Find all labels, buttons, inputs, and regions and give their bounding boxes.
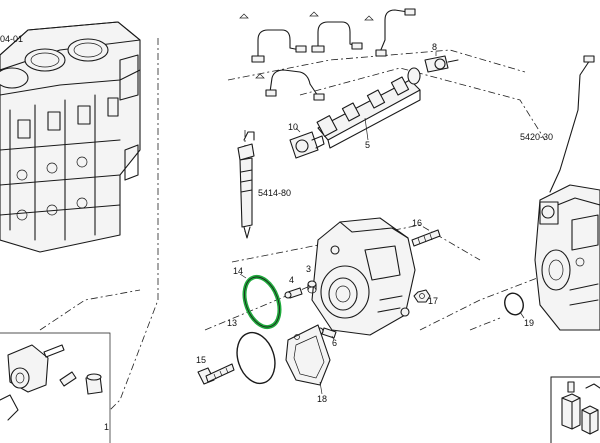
label-13: 13	[227, 318, 237, 328]
label-3: 3	[306, 264, 311, 274]
label-14: 14	[233, 266, 243, 276]
gasket-18	[285, 324, 331, 386]
fuel-lines	[239, 8, 416, 101]
parts-icon-box	[550, 376, 600, 443]
block-ref-label: 04-01	[0, 34, 23, 44]
detail-inset-1	[0, 332, 111, 443]
label-18: 18	[317, 394, 327, 404]
label-16: 16	[412, 218, 422, 228]
label-8: 8	[432, 42, 437, 52]
engine-block	[0, 21, 141, 253]
pressure-sensor-8	[424, 55, 459, 73]
part-17-nut	[413, 289, 431, 303]
part-16-stud	[411, 229, 441, 247]
high-pressure-pump	[311, 217, 416, 336]
pressure-valve-10	[289, 131, 325, 159]
part-4-pin	[284, 287, 303, 299]
label-6: 6	[332, 338, 337, 348]
label-10: 10	[288, 122, 298, 132]
part-3-sleeve	[307, 280, 317, 294]
label-4: 4	[289, 275, 294, 285]
bolt-15	[197, 363, 235, 385]
common-rail	[316, 67, 421, 149]
label-19: 19	[524, 318, 534, 328]
o-ring-14-highlighted	[242, 274, 282, 330]
pump-ref-label: 5420-30	[520, 132, 553, 142]
pump-assembly-right	[534, 55, 600, 331]
label-1: 1	[104, 422, 109, 432]
o-ring-13	[236, 331, 276, 385]
o-ring-19	[504, 292, 524, 316]
label-5: 5	[365, 140, 370, 150]
injector-ref-label: 5414-80	[258, 188, 291, 198]
injector	[237, 131, 255, 239]
label-17: 17	[428, 296, 438, 306]
label-15: 15	[196, 355, 206, 365]
